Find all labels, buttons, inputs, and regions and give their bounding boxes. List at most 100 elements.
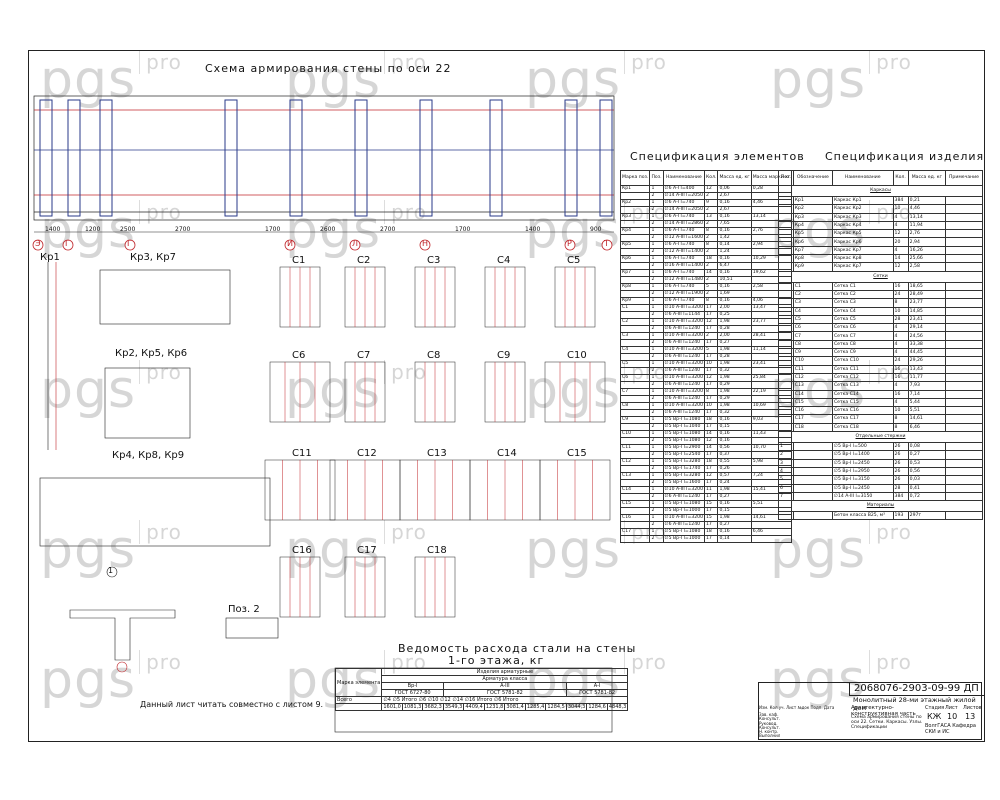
axis-circle-7 bbox=[601, 239, 613, 251]
table-cell: С5 bbox=[619, 360, 651, 368]
table-cell: 1,98 bbox=[717, 402, 752, 410]
table-cell bbox=[619, 290, 651, 298]
table-cell: 8 bbox=[892, 298, 909, 308]
table-cell: 14 bbox=[892, 254, 909, 264]
steel-title: Изделия арматурные bbox=[381, 668, 629, 676]
table-cell bbox=[619, 325, 651, 333]
table-cell: 0,27 bbox=[717, 521, 752, 529]
wall-column-3 bbox=[224, 99, 238, 217]
table-cell: ∅5 Вр-I l=1080 bbox=[662, 528, 706, 536]
table-cell bbox=[792, 475, 833, 485]
net-label-5: С6 bbox=[292, 350, 306, 361]
table-cell bbox=[944, 262, 984, 272]
table-cell: С7 bbox=[619, 388, 651, 396]
table-cell: 8 bbox=[892, 414, 909, 424]
table-cell: 0,27 bbox=[717, 493, 752, 501]
table-cell: 0,16 bbox=[717, 416, 752, 424]
table-cell: 17 bbox=[703, 395, 719, 403]
table-cell: 17 bbox=[703, 465, 719, 473]
table-cell: 26 bbox=[892, 441, 909, 452]
table-cell: 2 bbox=[703, 248, 719, 256]
table-cell: 5,51 bbox=[907, 406, 946, 416]
table-cell: 17 bbox=[703, 367, 719, 375]
table-cell: ∅6 A-III l=1240 bbox=[662, 381, 706, 389]
table-cell: 29,26 bbox=[907, 356, 946, 366]
net-label-0: С1 bbox=[292, 255, 306, 266]
steel-value-2: 3682,3 bbox=[422, 703, 444, 711]
table-cell: 0,32 bbox=[717, 367, 752, 375]
table-cell bbox=[944, 422, 984, 433]
table-cell: С15 bbox=[792, 397, 833, 408]
table-cell: 0,14 bbox=[717, 535, 752, 543]
table-cell bbox=[944, 414, 984, 424]
net-label-11: С12 bbox=[357, 448, 377, 459]
table-cell: 23,41 bbox=[907, 314, 946, 325]
table-cell: 18,65 bbox=[907, 281, 946, 291]
table-cell: С10 bbox=[619, 430, 651, 438]
table-cell: 1 bbox=[649, 227, 664, 235]
table-cell bbox=[792, 450, 833, 460]
table-cell: Сетка С12 bbox=[831, 372, 894, 383]
dim-value-1: 1200 bbox=[85, 226, 101, 233]
table-cell: 2 bbox=[649, 311, 664, 319]
table-cell: 8 bbox=[703, 388, 719, 396]
table-cell: 0,16 bbox=[717, 430, 752, 438]
table-cell: ∅6 A-I l=740 bbox=[662, 269, 706, 277]
table-cell: 17 bbox=[703, 339, 719, 347]
table-cell bbox=[778, 389, 794, 399]
table-cell: ∅6 A-III l=1240 bbox=[662, 353, 706, 361]
table-cell: Каркас Кр5 bbox=[831, 229, 894, 239]
steel-value-8: 1284,5 bbox=[545, 703, 567, 711]
table-cell: 7,93 bbox=[907, 381, 946, 391]
steel-gost-2: ГОСТ 5781-82 bbox=[565, 689, 629, 697]
table-cell: 4 bbox=[778, 466, 794, 477]
wall-column-1 bbox=[67, 99, 81, 217]
table-cell bbox=[778, 381, 794, 391]
table-cell: ∅12 A-III l=1900 bbox=[662, 290, 706, 298]
table-cell: 17 bbox=[703, 409, 719, 417]
table-cell: 4 bbox=[892, 381, 909, 391]
table-cell: 0,41 bbox=[907, 483, 946, 493]
table-cell: 17 bbox=[703, 493, 719, 501]
stamp-sheet-desc: Схема армирования стены по оси 22. Сетки… bbox=[851, 715, 923, 730]
product-spec-title: Спецификация изделия bbox=[825, 150, 985, 163]
table-cell: 0,28 bbox=[717, 325, 752, 333]
table-cell bbox=[792, 511, 833, 521]
axis-circle-6 bbox=[564, 239, 576, 251]
table-cell bbox=[944, 381, 984, 391]
table-cell: 2 bbox=[703, 234, 719, 242]
table-cell: ∅5 Вр-I l=3150 bbox=[831, 475, 894, 485]
table-cell: 23,77 bbox=[907, 298, 946, 308]
table-cell: 7 bbox=[778, 491, 794, 502]
table-cell: Кр5 bbox=[619, 241, 651, 249]
dim-value-9: 900 bbox=[590, 226, 602, 233]
table-cell: 2 bbox=[649, 535, 664, 543]
table-cell: 17 bbox=[703, 423, 719, 431]
table-cell bbox=[944, 281, 984, 291]
table-cell: 13,14 bbox=[907, 212, 946, 222]
table-cell: 4 bbox=[892, 220, 909, 231]
table-cell: 1 bbox=[649, 241, 664, 249]
table-cell: 1 bbox=[649, 486, 664, 494]
table-cell: 10 bbox=[892, 406, 909, 416]
table-cell: 20 bbox=[892, 237, 909, 247]
wall-column-6 bbox=[419, 99, 433, 217]
table-cell: С17 bbox=[792, 414, 833, 424]
table-cell bbox=[944, 195, 984, 206]
elem-header-3: Кол. bbox=[703, 170, 719, 186]
net-label-13: С14 bbox=[497, 448, 517, 459]
table-cell: 6,46 bbox=[907, 422, 946, 433]
table-cell: 1 bbox=[649, 528, 664, 536]
net-label-10: С11 bbox=[292, 448, 312, 459]
table-cell: С3 bbox=[792, 298, 833, 308]
